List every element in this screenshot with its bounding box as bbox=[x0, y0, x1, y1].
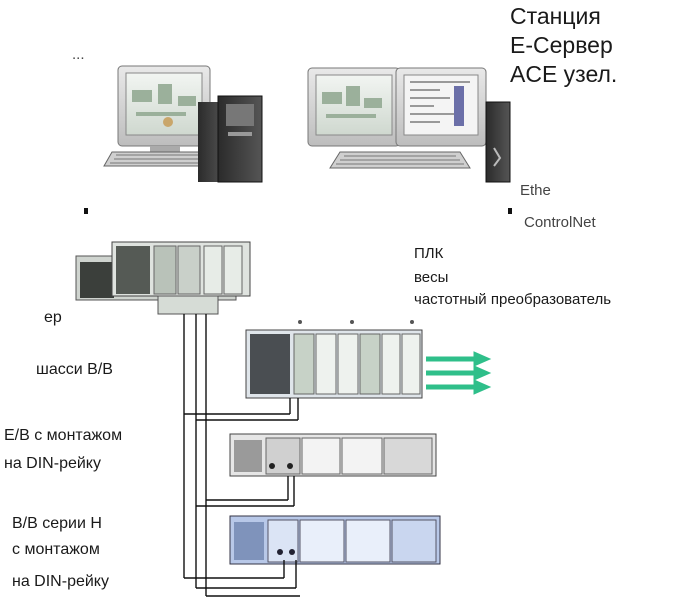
devices-label-vfd: частотный преобразователь bbox=[414, 290, 611, 310]
partial-left-label: ер bbox=[44, 308, 62, 328]
din-io-label-line-2: на DIN-рейку bbox=[4, 454, 101, 474]
io-chassis-icon bbox=[246, 320, 422, 398]
partial-top-left-label: ... bbox=[72, 46, 85, 63]
devices-label-scales: весы bbox=[414, 268, 448, 288]
station-title-line-2: Е-Сервер bbox=[510, 31, 613, 60]
station-title-line-3: ACE узел. bbox=[510, 60, 617, 89]
h-series-label-line-1: В/В серии Н bbox=[12, 514, 102, 534]
h-series-label-line-3: на DIN-рейку bbox=[12, 572, 109, 592]
chassis-label: шасси В/В bbox=[36, 360, 113, 380]
controller-chassis-icon bbox=[76, 242, 250, 314]
station-title-line-1: Станция bbox=[510, 2, 601, 31]
din-rail-io-icon bbox=[230, 434, 436, 476]
network-marker-left bbox=[84, 208, 88, 214]
workstation-computer-icon bbox=[104, 66, 262, 182]
devices-label-plc: ПЛК bbox=[414, 244, 443, 264]
partial-network-label-2: ControlNet bbox=[524, 214, 596, 231]
partial-network-label-1: Ethe bbox=[520, 182, 551, 199]
server-computer-icon bbox=[308, 68, 510, 182]
h-series-label-line-2: с монтажом bbox=[12, 540, 100, 560]
output-arrows bbox=[426, 352, 490, 394]
h-series-io-icon bbox=[230, 516, 440, 564]
network-marker-right bbox=[508, 208, 512, 214]
din-io-label-line-1: Е/В с монтажом bbox=[4, 426, 122, 446]
